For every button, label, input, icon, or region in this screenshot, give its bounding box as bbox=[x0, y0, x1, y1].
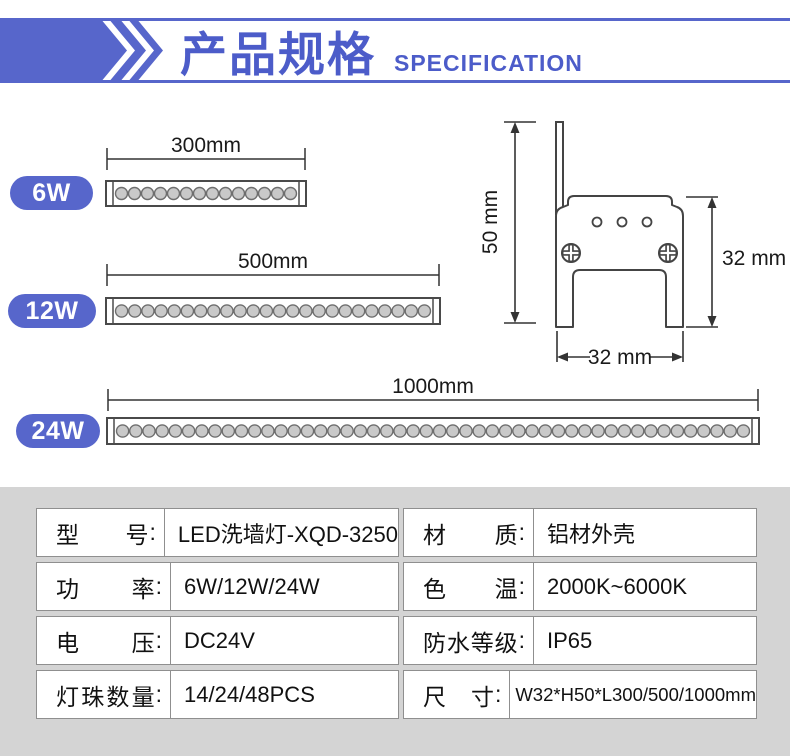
spec-cell-waterproof: 防水等级: IP65 bbox=[403, 616, 757, 665]
spec-label: 功 率 bbox=[56, 575, 155, 602]
phillips-screw-icon bbox=[561, 243, 581, 263]
spec-cell-color-temp: 色 温: 2000K~6000K bbox=[403, 562, 757, 611]
spec-value: IP65 bbox=[547, 627, 593, 653]
spec-label: 尺 寸 bbox=[423, 683, 494, 710]
spec-value: W32*H50*L300/500/1000mm bbox=[515, 683, 756, 705]
vent-hole bbox=[591, 216, 603, 228]
led-bars bbox=[105, 148, 760, 445]
spec-label: 电 压 bbox=[56, 629, 155, 656]
power-badge-6w: 6W bbox=[10, 176, 93, 210]
spec-value: 6W/12W/24W bbox=[184, 573, 320, 599]
spec-cell-led-count: 灯珠数量: 14/24/48PCS bbox=[36, 670, 399, 719]
bracket-height-dim-label: 32 mm bbox=[722, 247, 786, 270]
height-dim-label: 50 mm bbox=[479, 190, 502, 254]
spec-table: 型 号: LED洗墙灯-XQD-3250 材 质: 铝材外壳 功 率: 6W/1… bbox=[36, 508, 757, 719]
phillips-screw-icon bbox=[658, 243, 678, 263]
vent-hole bbox=[616, 216, 628, 228]
spec-label: 防水等级 bbox=[423, 629, 518, 656]
led-bar bbox=[105, 148, 307, 207]
spec-cell-material: 材 质: 铝材外壳 bbox=[403, 508, 757, 557]
spec-value: 铝材外壳 bbox=[547, 521, 636, 547]
page-subtitle: SPECIFICATION bbox=[394, 50, 583, 76]
header-titles: 产品规格 SPECIFICATION bbox=[180, 18, 583, 83]
length-label-300mm: 300mm bbox=[171, 134, 241, 157]
vent-hole bbox=[641, 216, 653, 228]
led-bar bbox=[105, 264, 441, 325]
led-bar bbox=[106, 389, 760, 445]
side-profile-drawing bbox=[555, 121, 684, 328]
power-badge-12w: 12W bbox=[8, 294, 96, 328]
spec-label: 色 温 bbox=[423, 575, 518, 602]
power-badge-24w: 24W bbox=[16, 414, 100, 448]
spec-value: 14/24/48PCS bbox=[184, 681, 315, 707]
spec-value: LED洗墙灯-XQD-3250 bbox=[177, 521, 398, 547]
chevron-banner-icon bbox=[0, 18, 163, 83]
mounting-fin bbox=[555, 121, 564, 215]
bracket-body bbox=[555, 195, 684, 328]
dimension-lines bbox=[504, 121, 718, 362]
spec-label: 灯珠数量 bbox=[56, 683, 155, 710]
spec-label: 型 号 bbox=[56, 521, 149, 548]
length-label-1000mm: 1000mm bbox=[392, 375, 474, 398]
page-title: 产品规格 bbox=[180, 28, 376, 82]
header-band bbox=[0, 18, 790, 83]
spec-cell-model: 型 号: LED洗墙灯-XQD-3250 bbox=[36, 508, 399, 557]
spec-value: 2000K~6000K bbox=[547, 573, 688, 599]
spec-cell-size: 尺 寸: W32*H50*L300/500/1000mm bbox=[403, 670, 757, 719]
spec-value: DC24V bbox=[184, 627, 255, 653]
spec-cell-power: 功 率: 6W/12W/24W bbox=[36, 562, 399, 611]
dimension-arrows bbox=[510, 122, 717, 362]
spec-label: 材 质 bbox=[423, 521, 518, 548]
spec-cell-voltage: 电 压: DC24V bbox=[36, 616, 399, 665]
length-label-500mm: 500mm bbox=[238, 250, 308, 273]
width-dim-label: 32 mm bbox=[588, 346, 652, 369]
